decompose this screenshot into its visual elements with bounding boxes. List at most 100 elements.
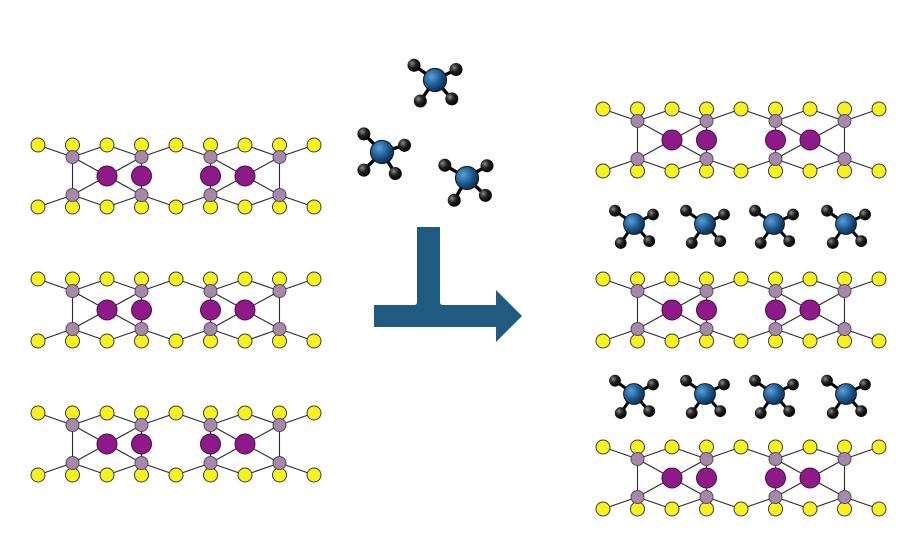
outer-atom	[203, 271, 218, 287]
ligand-atom	[685, 237, 698, 249]
outer-atom	[630, 333, 645, 349]
center-atom	[623, 213, 645, 235]
ligand-atom	[397, 138, 412, 152]
metal-atom	[96, 299, 118, 321]
outer-atom	[630, 101, 645, 117]
ligand-atom	[388, 167, 402, 181]
bridge-atom	[65, 150, 80, 164]
ligand-atom	[783, 235, 796, 247]
outer-atom	[203, 405, 218, 421]
center-atom	[694, 213, 716, 235]
tetrahedral-molecule-icon	[438, 158, 494, 207]
center-atom	[763, 383, 785, 405]
metal-atom	[234, 433, 256, 455]
outer-atom	[871, 501, 887, 517]
ligand-atom	[821, 374, 833, 387]
outer-atom	[237, 271, 253, 287]
outer-atom	[99, 137, 115, 153]
ligand-atom	[821, 204, 833, 217]
outer-atom	[65, 137, 80, 153]
tetrahedral-molecule-icon	[357, 127, 412, 181]
bridge-atom	[65, 284, 80, 298]
ligand-atom	[614, 237, 627, 249]
bridge-atom	[134, 418, 149, 432]
metal-atom	[661, 129, 683, 151]
layer-sheet	[30, 137, 322, 215]
outer-atom	[30, 467, 46, 483]
outer-atom	[664, 501, 680, 517]
bridge-atom	[837, 114, 852, 128]
outer-atom	[30, 333, 46, 349]
outer-atom	[134, 271, 149, 287]
ligand-atom	[859, 208, 871, 221]
outer-atom	[733, 439, 749, 455]
outer-atom	[99, 405, 115, 421]
outer-atom	[802, 501, 818, 517]
center-atom	[835, 213, 857, 235]
outer-atom	[768, 333, 783, 349]
outer-atom	[168, 467, 184, 483]
outer-atom	[768, 101, 783, 117]
bridge-atom	[768, 152, 783, 166]
tetrahedral-molecule-icon	[609, 204, 659, 249]
outer-atom	[65, 405, 80, 421]
bridge-atom	[699, 490, 714, 504]
outer-atom	[768, 501, 783, 517]
outer-atom	[237, 333, 253, 349]
outer-atom	[30, 199, 46, 215]
outer-atom	[306, 271, 322, 287]
outer-atom	[630, 163, 645, 179]
bridge-atom	[203, 150, 218, 164]
outer-atom	[733, 163, 749, 179]
outer-atom	[802, 439, 818, 455]
tetrahedral-molecule-icon	[749, 204, 799, 249]
outer-atom	[65, 333, 80, 349]
center-atom	[623, 383, 645, 405]
outer-atom	[699, 333, 714, 349]
center-atom	[422, 67, 448, 93]
outer-atom	[272, 333, 287, 349]
ligand-atom	[680, 374, 692, 387]
outer-atom	[272, 271, 287, 287]
outer-atom	[306, 137, 322, 153]
outer-atom	[699, 271, 714, 287]
bridge-atom	[134, 456, 149, 470]
metal-atom	[696, 467, 717, 489]
bridge-atom	[837, 452, 852, 466]
ligand-atom	[855, 235, 868, 247]
outer-atom	[203, 137, 218, 153]
bridge-atom	[272, 418, 287, 432]
metal-atom	[234, 299, 256, 321]
ligand-atom	[749, 204, 761, 217]
metal-atom	[661, 299, 683, 321]
outer-atom	[699, 439, 714, 455]
outer-atom	[134, 137, 149, 153]
ligand-atom	[478, 188, 492, 202]
outer-atom	[203, 333, 218, 349]
bridge-atom	[630, 284, 645, 298]
tetrahedral-molecule-icon	[680, 204, 730, 249]
ligand-atom	[609, 204, 621, 217]
outer-atom	[733, 271, 749, 287]
outer-atom	[134, 199, 149, 215]
center-atom	[763, 213, 785, 235]
bridge-atom	[768, 114, 783, 128]
ligand-atom	[614, 407, 627, 419]
outer-atom	[306, 199, 322, 215]
metal-atom	[131, 299, 152, 321]
bridge-atom	[272, 322, 287, 336]
outer-atom	[30, 137, 46, 153]
bridge-atom	[837, 322, 852, 336]
ligand-atom	[647, 208, 659, 221]
ligand-atom	[685, 407, 698, 419]
outer-atom	[203, 467, 218, 483]
bond-lines	[37, 278, 315, 342]
outer-atom	[272, 405, 287, 421]
bridge-atom	[203, 188, 218, 202]
bridge-atom	[272, 456, 287, 470]
outer-atom	[733, 333, 749, 349]
ligand-atom	[438, 158, 452, 172]
ligand-atom	[680, 204, 692, 217]
ligand-atom	[855, 405, 868, 417]
